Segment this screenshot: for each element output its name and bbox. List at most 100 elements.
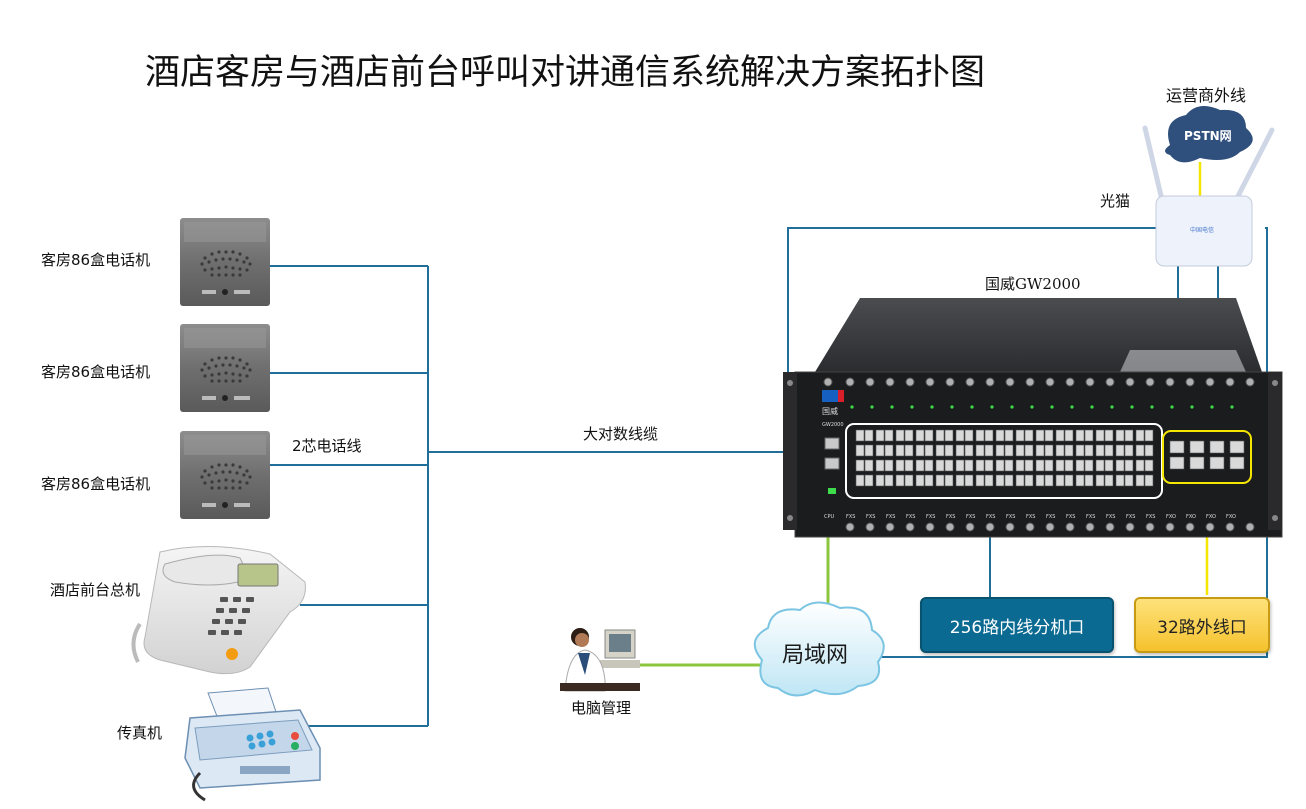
- fxs-port: [915, 444, 925, 457]
- fxs-port: [935, 429, 945, 442]
- fxs-port: [1015, 444, 1025, 457]
- fxs-port: [1124, 429, 1134, 442]
- fxs-port: [1095, 444, 1105, 457]
- fxs-port: [964, 474, 974, 487]
- fxs-port: [955, 429, 965, 442]
- fxs-port: [1044, 444, 1054, 457]
- room-phone-1: [180, 218, 270, 306]
- fxs-port: [1084, 459, 1094, 472]
- fxs-port: [924, 444, 934, 457]
- fxs-slot-label: FXS: [846, 514, 855, 520]
- modem-label: 光猫: [1100, 192, 1131, 210]
- fxs-port: [915, 459, 925, 472]
- wire-2core-label: 2芯电话线: [292, 437, 362, 455]
- fxs-port: [855, 474, 865, 487]
- fxs-port: [875, 444, 885, 457]
- front-desk-phone: [131, 545, 306, 675]
- fxs-port: [1144, 444, 1154, 457]
- device-name-label: 国威GW2000: [985, 275, 1081, 293]
- fxs-port: [1035, 474, 1045, 487]
- fxs-port: [1024, 429, 1034, 442]
- fxs-port: [1135, 429, 1145, 442]
- fxs-port: [924, 459, 934, 472]
- fxs-port: [875, 474, 885, 487]
- fxs-port: [1044, 474, 1054, 487]
- fxs-slot-label: FXS: [926, 514, 935, 520]
- fxs-port: [955, 459, 965, 472]
- fxs-port: [884, 459, 894, 472]
- fxs-port: [1115, 444, 1125, 457]
- fxs-port: [1144, 459, 1154, 472]
- fxo-port: [1209, 440, 1225, 454]
- fxo-slot-label: FXO: [1206, 514, 1216, 520]
- fxs-port: [1135, 444, 1145, 457]
- fxs-port: [1004, 459, 1014, 472]
- cpu-slot-label: CPU: [824, 514, 835, 520]
- fxs-port: [1135, 459, 1145, 472]
- fxs-port: [1124, 459, 1134, 472]
- fxo-port: [1229, 440, 1245, 454]
- fxs-port: [1075, 444, 1085, 457]
- room-phone-2: [180, 324, 270, 412]
- fxs-port: [944, 429, 954, 442]
- fax-machine: [184, 687, 321, 802]
- fax-label: 传真机: [117, 724, 163, 742]
- fxs-port: [995, 429, 1005, 442]
- fxs-port: [964, 444, 974, 457]
- fxs-slot-label: FXS: [1106, 514, 1115, 520]
- fxs-port: [1095, 429, 1105, 442]
- fxs-port: [984, 429, 994, 442]
- room-phone-2-label: 客房86盒电话机: [41, 363, 151, 381]
- fxs-port: [904, 429, 914, 442]
- fxs-port: [1064, 429, 1074, 442]
- fxs-port: [1035, 459, 1045, 472]
- fxs-port: [855, 429, 865, 442]
- fxs-port: [1035, 444, 1045, 457]
- fxs-port: [875, 429, 885, 442]
- fxs-port: [884, 444, 894, 457]
- fxs-port: [1055, 444, 1065, 457]
- fxs-port: [964, 459, 974, 472]
- fxs-port: [1084, 474, 1094, 487]
- fxs-port: [1015, 459, 1025, 472]
- fxs-port: [1115, 474, 1125, 487]
- fxo-slot-label: FXO: [1226, 514, 1236, 520]
- fxs-port: [1095, 459, 1105, 472]
- fxs-port: [1055, 429, 1065, 442]
- pc-operator: [560, 628, 640, 692]
- fxs-port: [955, 444, 965, 457]
- fxs-port: [1075, 429, 1085, 442]
- fxo-port: [1189, 440, 1205, 454]
- fxs-port: [864, 429, 874, 442]
- fxs-slot-label: FXS: [1146, 514, 1155, 520]
- front-desk-label: 酒店前台总机: [50, 581, 141, 599]
- room-phone-3: [180, 431, 270, 519]
- fxs-port: [984, 474, 994, 487]
- fxs-port: [875, 459, 885, 472]
- fxs-port: [1135, 474, 1145, 487]
- fxs-port: [935, 459, 945, 472]
- fxs-port: [1055, 474, 1065, 487]
- fxs-port: [1004, 474, 1014, 487]
- fxs-port: [864, 444, 874, 457]
- pc-mgmt-label: 电脑管理: [571, 699, 632, 717]
- fxs-port: [1144, 474, 1154, 487]
- fxs-port: [1115, 459, 1125, 472]
- fxs-port: [924, 429, 934, 442]
- fxs-slot-label: FXS: [886, 514, 895, 520]
- optical-modem: 中国电信: [1142, 125, 1275, 267]
- fxs-port: [1024, 444, 1034, 457]
- fxs-port: [975, 474, 985, 487]
- fxs-slot-label: FXS: [966, 514, 975, 520]
- fxs-port: [864, 459, 874, 472]
- device-model-text: GW2000: [822, 422, 844, 428]
- fxs-port: [1115, 429, 1125, 442]
- fxs-port: [895, 429, 905, 442]
- fxs-slot-label: FXS: [1046, 514, 1055, 520]
- fxs-port: [1024, 474, 1034, 487]
- fxs-port: [1015, 474, 1025, 487]
- room-phone-3-label: 客房86盒电话机: [41, 475, 151, 493]
- lan-label: 局域网: [782, 643, 849, 668]
- fxs-port: [1075, 474, 1085, 487]
